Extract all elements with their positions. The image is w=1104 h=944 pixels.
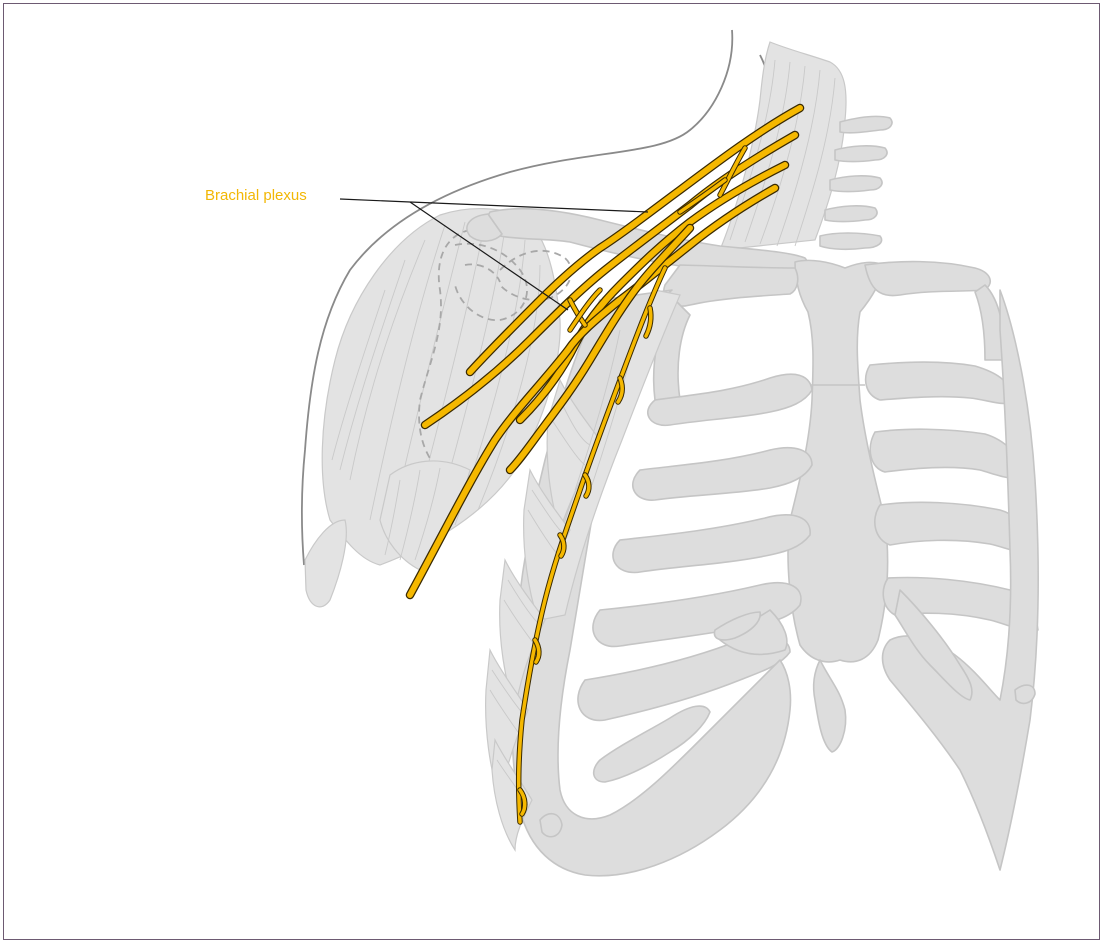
brachial-plexus-label: Brachial plexus — [205, 187, 307, 205]
ribs-right-side — [865, 262, 1038, 870]
sternum — [788, 260, 888, 752]
upper-arm — [305, 520, 346, 607]
